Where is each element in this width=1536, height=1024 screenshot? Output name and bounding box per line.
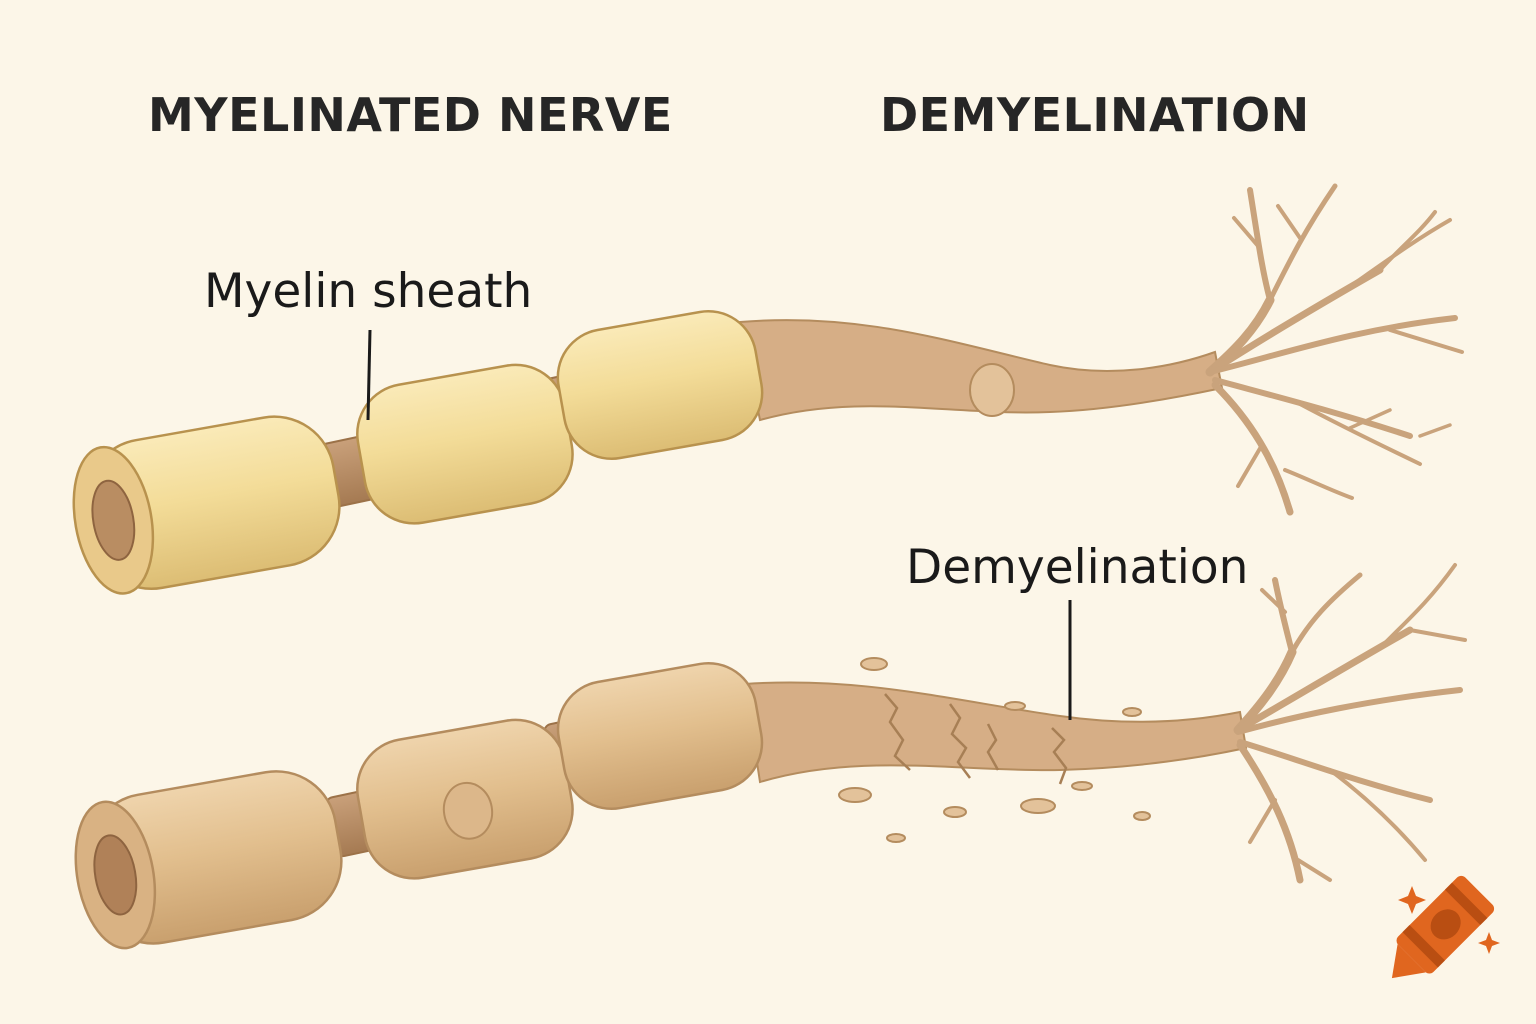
myelin-sheath-pointer — [366, 329, 372, 421]
broken-myelin — [884, 693, 1068, 785]
myelin-segment — [556, 661, 764, 811]
heading-demyelination: DEMYELINATION — [880, 88, 1310, 142]
myelin-segment — [72, 415, 341, 595]
crayon-logo-icon — [1391, 875, 1500, 979]
label-myelin-sheath: Myelin sheath — [204, 264, 533, 319]
demyelinated-nerve — [74, 563, 1467, 950]
myelin-segment — [356, 718, 574, 880]
nucleus-top — [969, 363, 1015, 417]
myelin-segment — [556, 309, 764, 461]
myelin-debris — [838, 657, 1151, 843]
myelin-segment — [74, 770, 343, 950]
myelin-segment — [356, 363, 574, 525]
axon-terminal-top — [1205, 183, 1464, 516]
label-demyelination: Demyelination — [906, 540, 1249, 595]
myelinated-nerve — [72, 183, 1464, 595]
heading-myelinated-nerve: MYELINATED NERVE — [148, 88, 673, 142]
axon-terminal-bottom — [1233, 563, 1467, 884]
